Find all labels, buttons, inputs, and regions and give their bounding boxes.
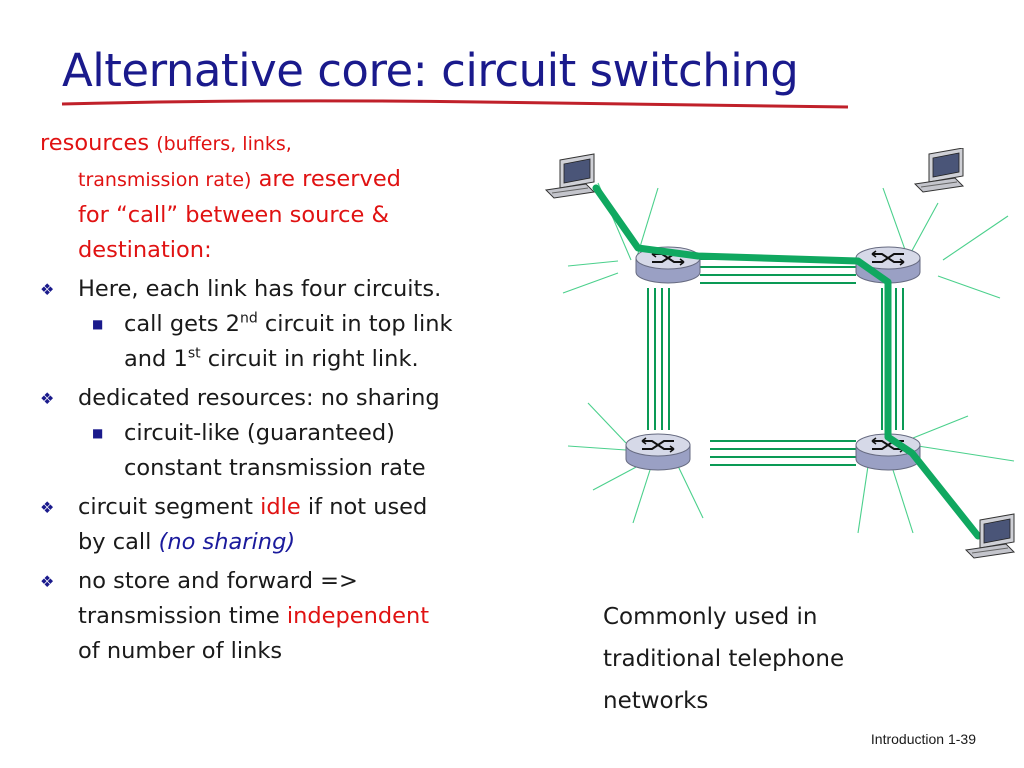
slide-title: Alternative core: circuit switching [62, 44, 799, 97]
sub-bullet-text: circuit in right link. [200, 346, 419, 372]
computer-host-icon [914, 148, 964, 193]
intro-resources: resources [40, 130, 150, 156]
bullet-item: ❖ circuit segment idle if not used by ca… [40, 490, 540, 560]
bullet-text: transmission time [78, 603, 287, 629]
caption-line: traditional telephone [603, 646, 845, 672]
reserved-call-path [592, 184, 982, 540]
bullet-text: if not used [300, 494, 428, 520]
bullet-item: ❖ no store and forward => transmission t… [40, 564, 540, 669]
computer-host-icon [545, 153, 595, 199]
bullet-text: no store and forward => [78, 568, 358, 594]
intro-rest-line2: are reserved [251, 166, 401, 192]
no-sharing-emphasis: (no sharing) [158, 529, 296, 555]
circuit-switching-diagram [545, 148, 1015, 559]
caption-line: Commonly used in [603, 604, 818, 630]
intro-line3: for “call” between source & [78, 202, 390, 228]
sub-bullet-item: ■ circuit-like (guaranteed) constant tra… [40, 416, 540, 486]
diamond-bullet-icon: ❖ [40, 572, 55, 591]
caption-line: networks [603, 688, 709, 714]
square-bullet-icon: ■ [92, 426, 104, 440]
bullet-item: ❖ Here, each link has four circuits. [40, 272, 540, 307]
footer-section: Introduction [870, 731, 945, 747]
diamond-bullet-icon: ❖ [40, 498, 55, 517]
diamond-bullet-icon: ❖ [40, 389, 55, 408]
bullet-text: by call [78, 529, 159, 555]
sub-bullet-text: constant transmission rate [124, 455, 426, 481]
slide-body: resources (buffers, links, transmission … [40, 126, 540, 669]
square-bullet-icon: ■ [92, 317, 104, 331]
intro-paren-line2: transmission rate) [78, 169, 252, 191]
sub-bullet-text: circuit-like (guaranteed) [124, 420, 395, 446]
sub-bullet-text: and 1 [124, 346, 188, 372]
bullet-item: ❖ dedicated resources: no sharing [40, 381, 540, 416]
bullet-text: Here, each link has four circuits. [78, 276, 442, 302]
diamond-bullet-icon: ❖ [40, 280, 55, 299]
intro-line4: destination: [78, 237, 212, 263]
independent-emphasis: independent [286, 603, 430, 629]
page-number: 1-39 [947, 731, 976, 747]
sub-bullet-item: ■ call gets 2nd circuit in top link and … [40, 307, 540, 377]
bullet-text: circuit segment [78, 494, 261, 520]
sub-bullet-text: circuit in top link [257, 311, 453, 337]
sub-bullet-text: call gets 2 [124, 311, 240, 337]
intro-paren-line1: (buffers, links, [156, 133, 292, 155]
superscript: st [187, 345, 201, 362]
bullet-text: dedicated resources: no sharing [78, 385, 440, 411]
circuit-switch-icon [625, 433, 691, 471]
slide-footer: Introduction 1-39 [871, 731, 976, 747]
diagram-caption: Commonly used in traditional telephone n… [603, 596, 923, 722]
idle-emphasis: idle [260, 494, 301, 520]
bullet-text: of number of links [78, 638, 283, 664]
computer-host-icon [965, 513, 1015, 559]
superscript: nd [239, 310, 258, 327]
left-link [647, 288, 670, 430]
title-underline [61, 99, 849, 109]
bottom-link [710, 440, 856, 466]
access-lines [562, 182, 1015, 534]
intro-paragraph: resources (buffers, links, transmission … [40, 126, 540, 268]
